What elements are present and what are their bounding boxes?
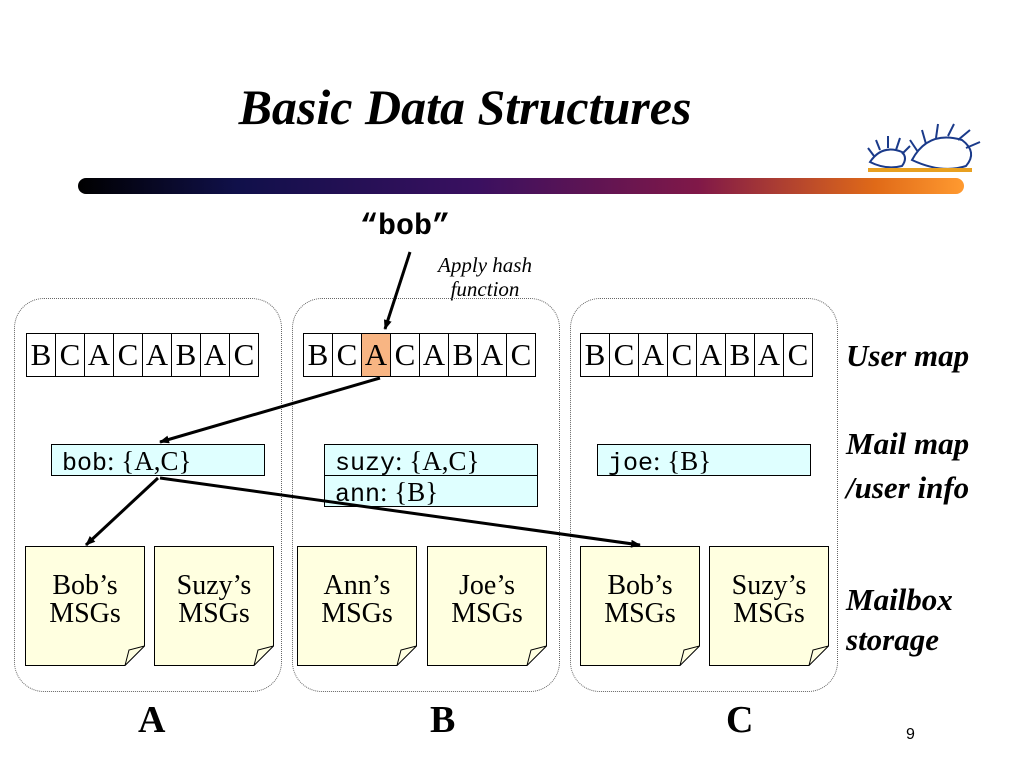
- mailbox-kind: MSGs: [49, 598, 121, 629]
- separator: :: [380, 477, 395, 507]
- user-map-cell: B: [171, 333, 201, 377]
- user-map-cell: C: [390, 333, 420, 377]
- mail-map-entry: suzy: {A,C}: [324, 444, 538, 478]
- mailbox-owner: Bob’s: [52, 570, 118, 601]
- page-number: 9: [906, 726, 915, 743]
- user-map-cell: A: [361, 333, 391, 377]
- label-user-info: /user info: [846, 470, 970, 505]
- mailbox-kind: MSGs: [451, 598, 523, 629]
- separator: :: [395, 446, 410, 476]
- user-map-cell: C: [783, 333, 813, 377]
- user-map-cell: C: [55, 333, 85, 377]
- server-c-container: [570, 298, 838, 692]
- server-label-c: C: [726, 699, 754, 741]
- user-map-cell: C: [609, 333, 639, 377]
- server-set: {A,C}: [121, 446, 192, 476]
- user-map-cell: B: [303, 333, 333, 377]
- user-map-cell: C: [229, 333, 259, 377]
- user-map-cell: B: [448, 333, 478, 377]
- user-map-cell: C: [332, 333, 362, 377]
- user-name: suzy: [335, 449, 396, 478]
- mailbox-owner: Bob’s: [607, 570, 673, 601]
- user-map-cell: A: [84, 333, 114, 377]
- label-mailbox: Mailbox: [846, 582, 953, 617]
- arrow-mail-map-to-local-mailbox: [84, 476, 160, 547]
- mailbox-kind: MSGs: [604, 598, 676, 629]
- mail-map-server-b: suzy: {A,C} ann: {B}: [324, 444, 538, 509]
- user-map-cell: A: [638, 333, 668, 377]
- label-mail-map: Mail map: [846, 426, 970, 461]
- mailbox-owner: Joe’s: [459, 570, 515, 601]
- arrow-mail-map-to-remote-mailbox: [159, 476, 641, 548]
- label-user-map: User map: [846, 338, 970, 373]
- server-set: {A,C}: [409, 446, 480, 476]
- porcupine-logo-icon: [867, 123, 981, 172]
- separator: :: [107, 446, 122, 476]
- user-map-cell: B: [580, 333, 610, 377]
- user-name: joe: [608, 449, 654, 478]
- server-set: {B}: [667, 446, 712, 476]
- user-map-cell: B: [26, 333, 56, 377]
- mailbox-kind: MSGs: [733, 598, 805, 629]
- user-map-cell: A: [419, 333, 449, 377]
- user-map-cell: A: [142, 333, 172, 377]
- server-set: {B}: [394, 477, 439, 507]
- arrow-query-to-user-map: [383, 251, 412, 330]
- mail-map-entry: bob: {A,C}: [51, 444, 265, 478]
- label-storage: storage: [846, 622, 939, 657]
- query-key: “bob”: [360, 210, 451, 244]
- server-label-a: A: [138, 699, 166, 741]
- server-label-b: B: [430, 699, 456, 741]
- hash-function-note: Apply hash function: [438, 253, 532, 301]
- user-name: bob: [62, 449, 108, 478]
- mail-map-server-c: joe: {B}: [597, 444, 811, 478]
- mailbox-owner: Suzy’s: [731, 570, 807, 601]
- slide-title: Basic Data Structures: [238, 79, 692, 135]
- mailbox-owner: Suzy’s: [176, 570, 252, 601]
- title-divider-bar: [78, 178, 964, 194]
- user-map-cell: A: [200, 333, 230, 377]
- user-map-cell: C: [506, 333, 536, 377]
- separator: :: [653, 446, 668, 476]
- user-map-cell: B: [725, 333, 755, 377]
- mailbox-kind: MSGs: [178, 598, 250, 629]
- arrow-user-map-to-mail-map: [159, 376, 381, 444]
- mail-map-server-a: bob: {A,C}: [51, 444, 265, 478]
- mailbox-kind: MSGs: [321, 598, 393, 629]
- mail-map-entry: joe: {B}: [597, 444, 811, 478]
- mailbox-owner: Ann’s: [323, 570, 391, 601]
